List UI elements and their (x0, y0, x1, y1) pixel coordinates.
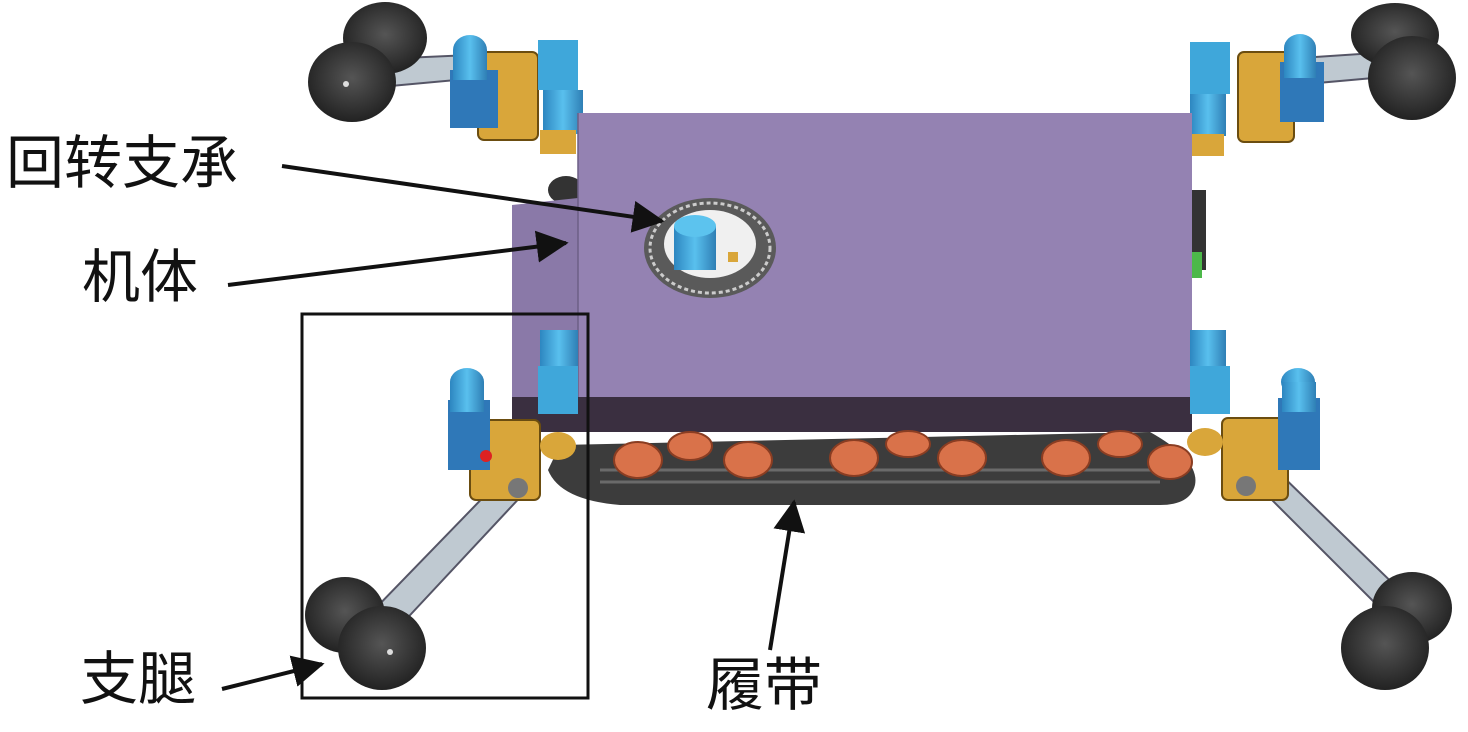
arrow-icon (281, 164, 665, 233)
leg-top-left (308, 2, 583, 154)
motor-icon (1190, 330, 1226, 366)
leg-bottom-right (1187, 330, 1452, 690)
slewing-ring-icon (644, 198, 776, 298)
leg-bottom-left (305, 330, 578, 690)
label-track: 履带 (706, 651, 823, 719)
label-outrigger: 支腿 (80, 645, 197, 713)
machine-body (512, 113, 1206, 432)
wheel-icon (338, 606, 426, 690)
leg-link (370, 478, 527, 630)
arrow-icon (221, 655, 325, 691)
wheel-icon (1341, 606, 1429, 690)
track-roller-icon (613, 430, 1193, 480)
wheel-icon (308, 42, 396, 122)
outrigger-highlight-box (300, 312, 590, 700)
arrow-icon (768, 499, 806, 651)
leg-top-right (1190, 3, 1456, 156)
wheel-icon (1368, 36, 1456, 120)
motor-icon (1190, 42, 1230, 94)
body-base (512, 395, 1192, 432)
track (548, 430, 1196, 505)
motor-icon (540, 330, 578, 366)
arrow-icon (227, 230, 569, 287)
label-machine-body: 机体 (82, 243, 199, 311)
motor-icon (538, 40, 578, 90)
label-slewing-bearing: 回转支承 (6, 129, 239, 197)
